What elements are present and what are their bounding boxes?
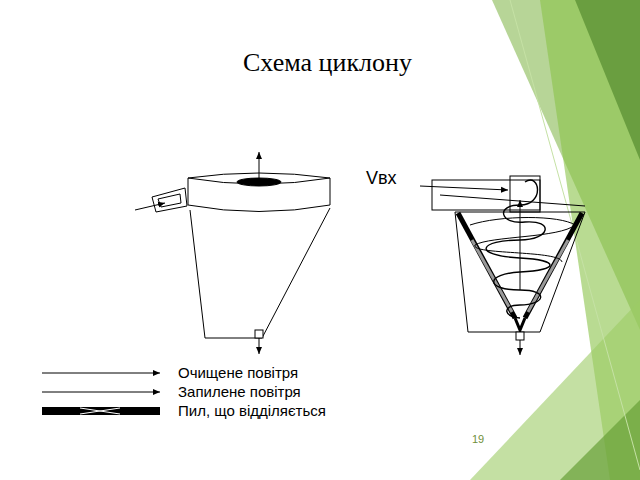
legend-text: Очищене повітря: [178, 364, 298, 381]
legend-text: Пил, що відділяється: [178, 402, 326, 419]
cyclone-side-view: [135, 152, 330, 354]
page-number: 19: [472, 433, 484, 445]
diagram-title: Схема циклону: [243, 48, 412, 78]
velocity-label: Vвх: [366, 168, 397, 189]
cyclone-section-view: [420, 176, 585, 355]
legend-samples: [42, 373, 160, 415]
decoration: [470, 0, 640, 480]
legend-text: Запилене повітря: [178, 383, 301, 400]
